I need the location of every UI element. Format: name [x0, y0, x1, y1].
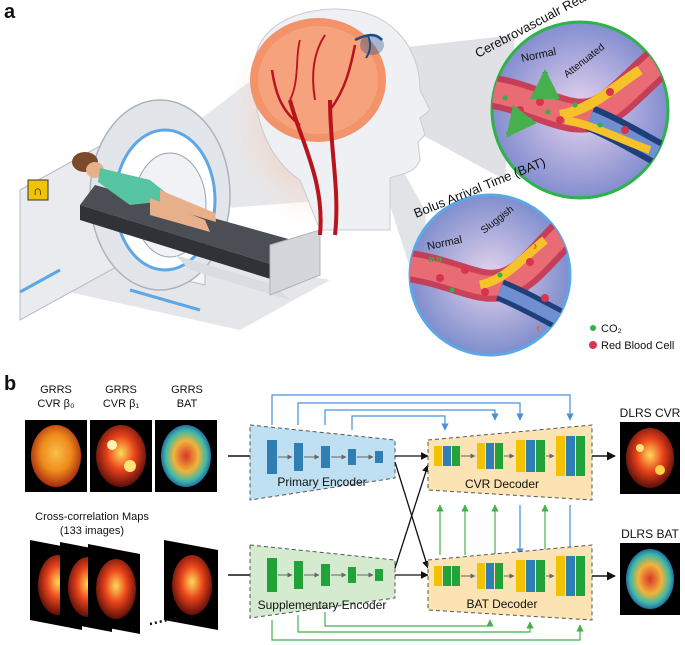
svg-text:∩: ∩	[33, 183, 42, 198]
cvr-magnified-view: Normal Attenuated	[490, 20, 670, 200]
supp-encoder-block-3	[321, 564, 330, 586]
supp-encoder-block-4	[348, 567, 356, 583]
legend-co2-label: CO₂	[601, 323, 622, 335]
supplementary-encoder: Supplementary Encoder	[249, 544, 396, 619]
cross-correlation-stack	[30, 540, 218, 634]
skip-connections-green	[271, 504, 584, 641]
input-label-2-line2: CVR β₁	[103, 398, 140, 410]
legend-rbc-label: Red Blood Cell	[601, 340, 674, 352]
input-labels: GRRS CVR β₀ GRRS CVR β₁ GRRS BAT	[37, 384, 202, 410]
primary-encoder-block-1	[267, 440, 277, 474]
panel-a-letter: a	[4, 1, 16, 23]
head-illustration	[225, 8, 431, 236]
panel-b-letter: b	[4, 373, 16, 395]
primary-encoder-block-2	[294, 443, 303, 471]
svg-text:‹: ‹	[536, 320, 540, 335]
mri-scanner: ∩	[19, 99, 330, 330]
bat-decoder: BAT Decoder	[427, 544, 593, 621]
supp-encoder-block-2	[294, 561, 303, 589]
supp-encoder-block-5	[375, 569, 383, 581]
bat-decoder-label: BAT Decoder	[467, 597, 538, 611]
encoder-to-decoder-arrows	[394, 452, 430, 579]
skip-connections-blue	[271, 394, 574, 556]
cvr-decoder-block-4	[556, 436, 585, 476]
primary-encoder-block-5	[375, 451, 383, 463]
input-label-3-line1: GRRS	[171, 384, 203, 396]
bat-magnified-view: »» › ‹ Normal Sluggish	[408, 193, 572, 357]
svg-text:»»: »»	[428, 251, 442, 266]
input-label-1-line1: GRRS	[40, 384, 72, 396]
bat-decoder-block-1	[434, 566, 460, 586]
input-label-2-line1: GRRS	[105, 384, 137, 396]
primary-encoder-block-3	[321, 446, 330, 468]
primary-encoder-block-4	[348, 449, 356, 465]
supp-encoder-block-1	[267, 558, 277, 592]
cc-title: Cross-correlation Maps	[35, 511, 149, 523]
cvr-decoder-block-3	[516, 440, 545, 472]
grrs-input-maps	[25, 420, 217, 492]
input-label-3-line2: BAT	[177, 398, 198, 410]
bat-decoder-block-3	[516, 560, 545, 592]
supplementary-encoder-label: Supplementary Encoder	[258, 598, 387, 612]
cvr-decoder-block-1	[434, 446, 460, 466]
primary-encoder: Primary Encoder	[249, 424, 396, 501]
legend: CO₂ Red Blood Cell	[589, 323, 674, 352]
cvr-decoder-block-2	[477, 443, 503, 469]
output-bat-label: DLRS BAT	[621, 527, 679, 541]
svg-text:›: ›	[533, 238, 537, 253]
legend-rbc-marker	[589, 341, 597, 349]
input-label-1-line2: CVR β₀	[37, 398, 74, 410]
cvr-decoder: CVR Decoder	[427, 424, 593, 501]
bat-decoder-block-2	[477, 563, 503, 589]
bat-decoder-block-4	[556, 556, 585, 596]
cc-count: (133 images)	[60, 525, 124, 537]
legend-co2-marker	[590, 325, 596, 331]
output-cvr-label: DLRS CVR	[620, 406, 681, 420]
primary-encoder-label: Primary Encoder	[277, 475, 366, 489]
cvr-decoder-label: CVR Decoder	[465, 477, 539, 491]
